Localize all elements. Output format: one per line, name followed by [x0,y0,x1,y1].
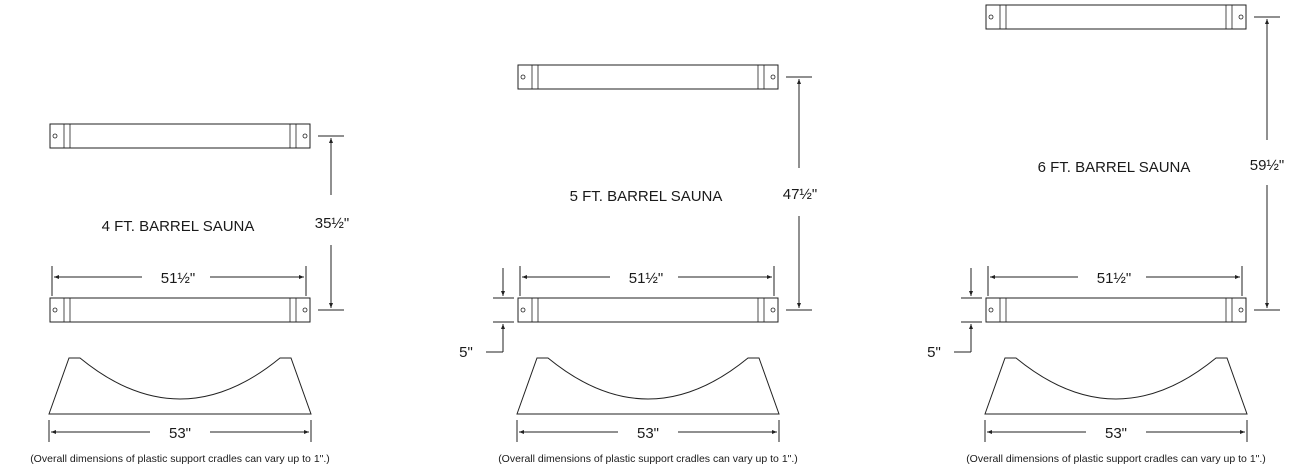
height-dimension: 59½" [1250,16,1285,311]
diagram-4ft: 35½" 4 FT. BARREL SAUNA 51½" 53" (Overal… [30,123,350,465]
diagram-5ft: 47½" 5 FT. BARREL SAUNA 51½" 5" 53" (O [459,64,818,465]
bottom-support-beam [985,297,1247,323]
gap-dimension: 5" [459,268,514,361]
diagram-title: 4 FT. BARREL SAUNA [102,218,255,235]
width-dimension: 51½" [987,266,1243,296]
height-dimension: 47½" [783,76,818,311]
plastic-support-cradle [48,357,312,415]
top-support-beam [49,123,311,149]
height-dimension: 35½" [315,135,350,311]
height-dimension-label: 47½" [783,186,818,203]
width-dimension: 51½" [51,266,307,296]
gap-dimension-label: 5" [927,344,941,361]
diagram-6ft: 59½" 6 FT. BARREL SAUNA 51½" 5" 53" (Ove… [927,4,1285,465]
gap-dimension: 5" [927,268,982,361]
cradle-width-dimension: 53" [48,420,312,442]
plastic-support-cradle [984,357,1248,415]
bottom-support-beam [517,297,779,323]
width-dimension-label: 51½" [161,270,196,287]
height-dimension-label: 35½" [315,215,350,232]
diagram-title: 5 FT. BARREL SAUNA [570,188,723,205]
height-dimension-label: 59½" [1250,157,1285,174]
plastic-support-cradle [516,357,780,415]
top-support-beam [985,4,1247,30]
cradle-width-label: 53" [1105,425,1127,442]
bottom-support-beam [49,297,311,323]
top-support-beam [517,64,779,90]
cradle-width-dimension: 53" [516,420,780,442]
cradle-note: (Overall dimensions of plastic support c… [966,453,1266,465]
diagram-title: 6 FT. BARREL SAUNA [1038,159,1191,176]
cradle-note: (Overall dimensions of plastic support c… [498,453,798,465]
cradle-width-label: 53" [169,425,191,442]
width-dimension-label: 51½" [1097,270,1132,287]
gap-dimension-label: 5" [459,344,473,361]
cradle-note: (Overall dimensions of plastic support c… [30,453,330,465]
width-dimension-label: 51½" [629,270,664,287]
cradle-width-dimension: 53" [984,420,1248,442]
cradle-width-label: 53" [637,425,659,442]
width-dimension: 51½" [519,266,775,296]
